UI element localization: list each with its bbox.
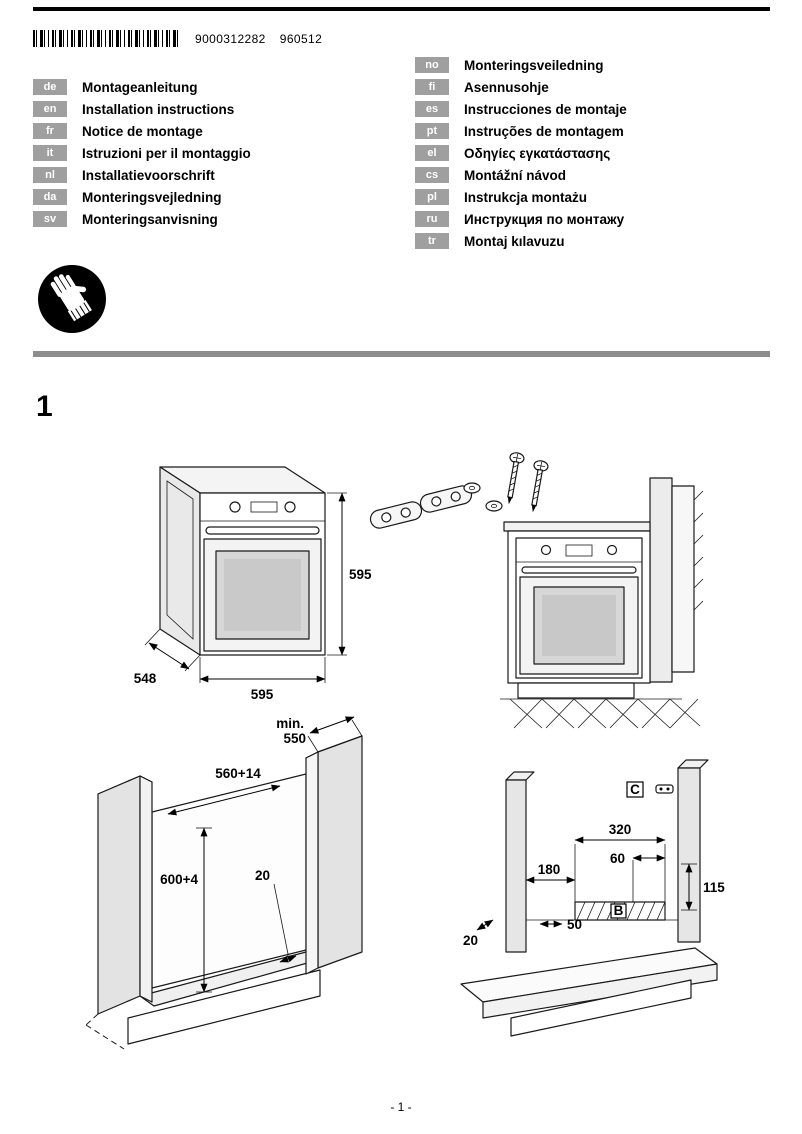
dim-115: 115 [703, 880, 725, 895]
language-code-badge: tr [415, 233, 449, 249]
screw [507, 452, 525, 505]
language-code-badge: fr [33, 123, 67, 139]
language-code-badge: no [415, 57, 449, 73]
language-row: tr Montaj kılavuzu [415, 230, 627, 252]
language-row: pt Instruções de montagem [415, 120, 627, 142]
language-title: Instrucciones de montaje [464, 101, 627, 117]
language-title: Installatievoorschrift [82, 167, 215, 183]
language-code-badge: fi [415, 79, 449, 95]
mounting-bracket [369, 501, 423, 529]
language-code-badge: el [415, 145, 449, 161]
language-title: Monteringsveiledning [464, 57, 604, 73]
language-title: Monteringsvejledning [82, 189, 222, 205]
language-code-badge: nl [33, 167, 67, 183]
dim-inner-depth: 560+14 [215, 766, 261, 781]
dim-oven-height: 595 [349, 567, 372, 582]
language-code-badge: de [33, 79, 67, 95]
barcode [33, 30, 181, 47]
language-row: de Montageanleitung [33, 76, 251, 98]
language-row: sv Monteringsanvisning [33, 208, 251, 230]
cabinet-cutout-drawing: min. 550 560+14 600+4 20 [85, 716, 363, 1050]
language-code-badge: sv [33, 211, 67, 227]
language-list-right: no Monteringsveiledning fi Asennusohje e… [415, 54, 627, 252]
language-code-badge: en [33, 101, 67, 117]
section-divider-rule [33, 351, 770, 357]
language-row: fi Asennusohje [415, 76, 627, 98]
document-code-line: 9000312282 960512 [33, 30, 322, 47]
language-row: cs Montážní návod [415, 164, 627, 186]
dim-rear-gap: 20 [255, 868, 270, 883]
dim-320: 320 [609, 822, 632, 837]
language-title: Montageanleitung [82, 79, 198, 95]
language-code-badge: es [415, 101, 449, 117]
dim-50: 50 [567, 917, 582, 932]
washer [463, 482, 481, 494]
language-row: en Installation instructions [33, 98, 251, 120]
dim-180: 180 [538, 862, 561, 877]
print-code: 960512 [279, 31, 323, 46]
floor-tiles [509, 698, 701, 729]
barcode-number: 9000312282 [195, 31, 266, 46]
language-row: it Istruzioni per il montaggio [33, 142, 251, 164]
dim-inner-height: 600+4 [160, 872, 198, 887]
language-title: Asennusohje [464, 79, 549, 95]
language-title: Montážní návod [464, 167, 566, 183]
dim-oven-width: 595 [251, 687, 274, 702]
washer [485, 500, 503, 512]
oven-isometric-drawing: 595 548 595 [134, 466, 372, 702]
wear-gloves-icon [38, 265, 106, 333]
language-code-badge: pt [415, 123, 449, 139]
dim-20: 20 [463, 933, 478, 948]
language-row: el Οδηγίες εγκατάστασης [415, 142, 627, 164]
language-title: Инструкция по монтажу [464, 211, 625, 227]
oven-installed-drawing [500, 477, 704, 729]
language-row: ru Инструкция по монтажу [415, 208, 627, 230]
label-c: C [630, 782, 640, 797]
language-code-badge: it [33, 145, 67, 161]
language-list-left: de Montageanleitung en Installation inst… [33, 76, 251, 230]
language-title: Οδηγίες εγκατάστασης [464, 145, 611, 161]
screw [531, 460, 549, 513]
language-title: Monteringsanvisning [82, 211, 218, 227]
language-row: es Instrucciones de montaje [415, 98, 627, 120]
language-row: no Monteringsveiledning [415, 54, 627, 76]
top-rule [33, 7, 770, 11]
dim-oven-depth: 548 [134, 671, 157, 686]
language-code-badge: da [33, 189, 67, 205]
language-code-badge: cs [415, 167, 449, 183]
language-code-badge: pl [415, 189, 449, 205]
language-title: Notice de montage [82, 123, 203, 139]
language-row: fr Notice de montage [33, 120, 251, 142]
language-title: Istruzioni per il montaggio [82, 145, 251, 161]
dim-top-depth: 550 [283, 731, 306, 746]
language-row: pl Instrukcja montażu [415, 186, 627, 208]
dim-min-label: min. [276, 716, 304, 731]
label-b: B [614, 903, 624, 918]
dim-60: 60 [610, 851, 625, 866]
page-number: - 1 - [390, 1100, 412, 1114]
language-title: Montaj kılavuzu [464, 233, 565, 249]
language-row: da Monteringsvejledning [33, 186, 251, 208]
figure-number: 1 [36, 390, 53, 423]
language-row: nl Installatievoorschrift [33, 164, 251, 186]
language-code-badge: ru [415, 211, 449, 227]
mounting-hardware-drawing [369, 452, 549, 529]
niche-dimensions-drawing: B C 320 60 180 115 50 20 [460, 759, 725, 1037]
language-title: Instrukcja montażu [464, 189, 588, 205]
language-title: Instruções de montagem [464, 123, 624, 139]
bracket-icon [655, 784, 674, 794]
language-title: Installation instructions [82, 101, 235, 117]
